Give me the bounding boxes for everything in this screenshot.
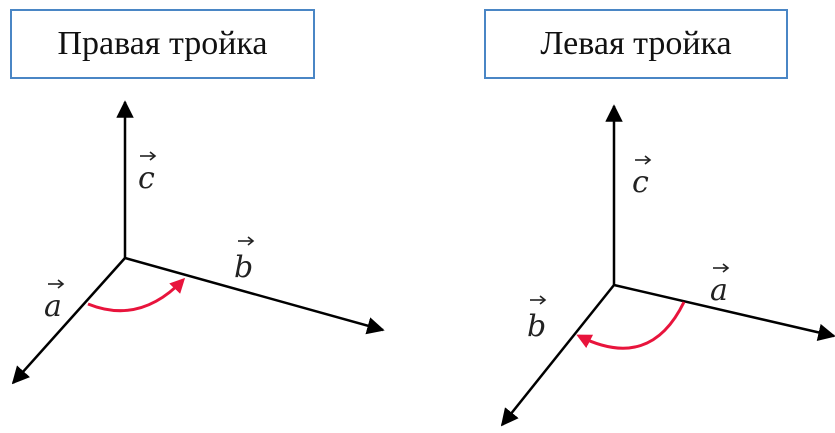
rotation-arrow-left	[576, 301, 686, 350]
title-box-left-triple: Левая тройка	[484, 9, 788, 79]
svg-text:b: b	[234, 250, 253, 285]
label-c-right: c	[138, 151, 157, 196]
svg-text:c: c	[632, 165, 649, 200]
axis-b-right	[124, 256, 385, 335]
title-left-triple: Левая тройка	[540, 25, 732, 62]
axis-a-right	[11, 257, 126, 385]
svg-text:b: b	[527, 309, 546, 344]
svg-text:a: a	[710, 273, 728, 308]
label-a-left: a	[710, 263, 730, 308]
svg-text:c: c	[138, 161, 155, 196]
title-box-right-triple: Правая тройка	[10, 9, 315, 79]
rotation-arrow-right	[87, 277, 186, 313]
left-triple-diagram: c a b	[500, 104, 835, 427]
axis-b-left	[500, 284, 615, 427]
label-c-left: c	[632, 155, 652, 200]
svg-text:a: a	[44, 289, 62, 324]
axis-a-left	[613, 283, 835, 341]
label-b-left: b	[527, 295, 547, 344]
label-a-right: a	[44, 279, 65, 324]
right-triple-diagram: c b a	[11, 100, 385, 385]
title-right-triple: Правая тройка	[57, 25, 268, 62]
label-b-right: b	[234, 236, 255, 285]
